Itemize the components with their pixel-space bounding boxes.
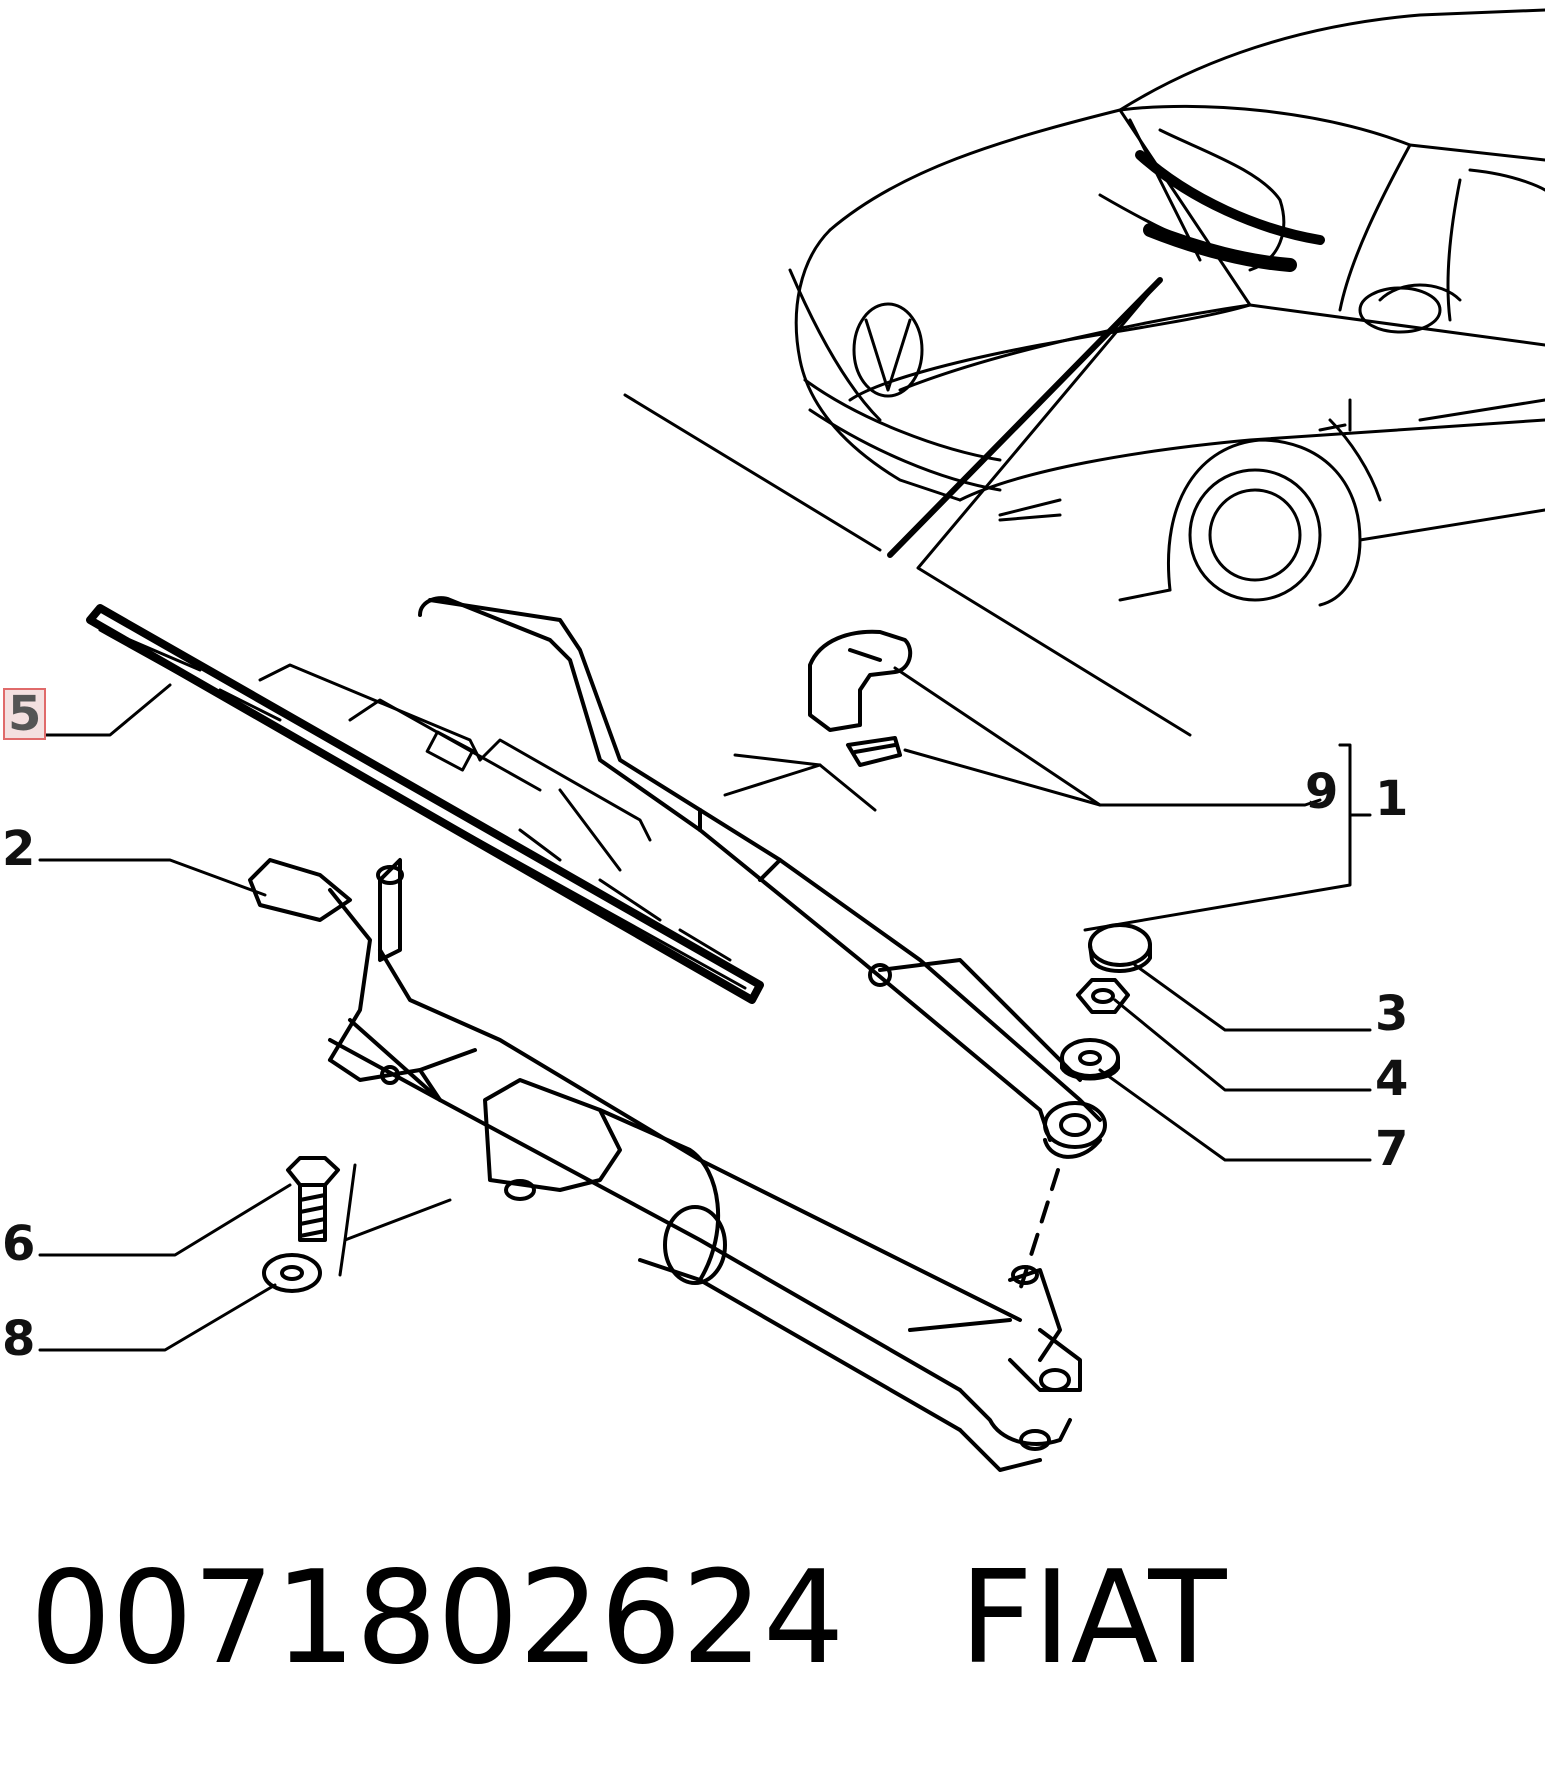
callout-leaders bbox=[38, 666, 1372, 1352]
callout-4: 4 bbox=[1375, 1051, 1409, 1107]
arm-cover bbox=[808, 629, 913, 767]
brand-name: FIAT bbox=[959, 1544, 1227, 1693]
fasteners-left bbox=[262, 1156, 340, 1293]
wiper-blade bbox=[86, 604, 764, 1004]
callout-9: 9 bbox=[1305, 764, 1339, 820]
callout-8: 8 bbox=[2, 1311, 36, 1367]
wiper-linkage bbox=[248, 858, 1082, 1472]
part-number: 0071802624 bbox=[30, 1544, 845, 1693]
callout-1: 1 bbox=[1375, 771, 1409, 827]
fixing-leaders bbox=[338, 753, 877, 1277]
fasteners-right bbox=[1060, 923, 1152, 1081]
callout-2: 2 bbox=[2, 821, 36, 877]
callout-3: 3 bbox=[1375, 986, 1409, 1042]
car-illustration bbox=[788, 8, 1545, 607]
callout-5: 5 bbox=[3, 688, 47, 740]
callout-7: 7 bbox=[1375, 1121, 1409, 1177]
callout-6: 6 bbox=[2, 1216, 36, 1272]
detail-leader-lines bbox=[623, 277, 1192, 737]
wiper-arm bbox=[418, 596, 1107, 1292]
